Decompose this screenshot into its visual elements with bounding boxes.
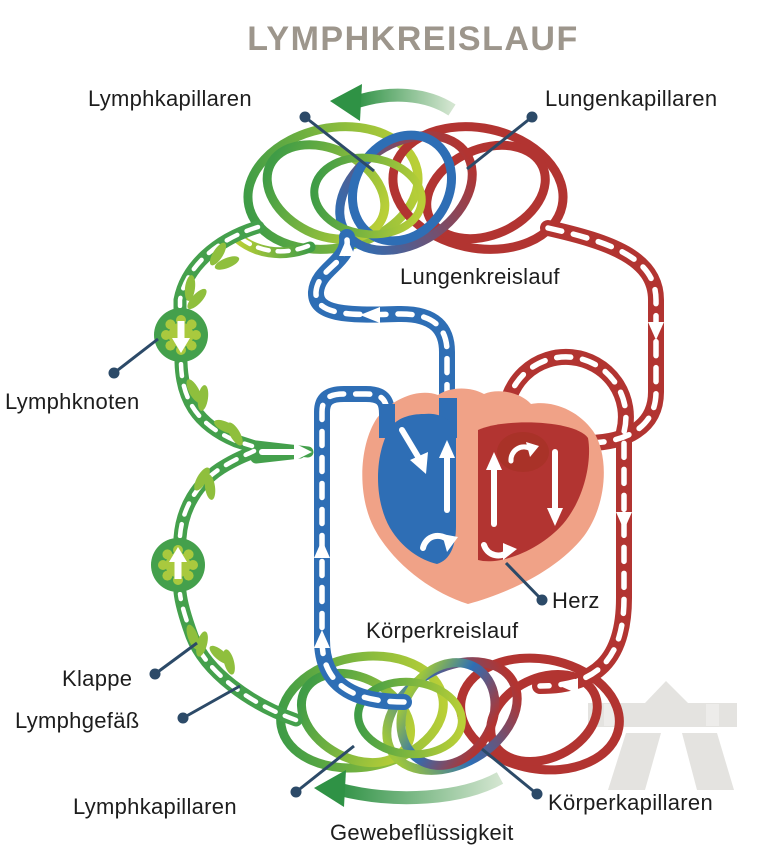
- lymph-flow-direction-arrows: [314, 84, 504, 807]
- label-pointer-lines: [108, 111, 548, 800]
- label-lymphkapillaren-top: Lymphkapillaren: [88, 86, 252, 111]
- lymph-node-lower: [151, 538, 205, 592]
- label-koerperkapillaren: Körperkapillaren: [548, 790, 713, 815]
- lymph-node-upper: [154, 308, 208, 362]
- lung-capillary-tangle: [232, 122, 568, 259]
- watermark-logo: [588, 681, 737, 790]
- label-lungenkapillaren: Lungenkapillaren: [545, 86, 718, 111]
- page-title: LYMPHKREISLAUF: [247, 20, 579, 58]
- heart-right-side-blue: [378, 413, 456, 564]
- aortic-root-bulb: [497, 432, 549, 472]
- top-flow-arrow: [354, 88, 456, 116]
- label-koerperkreislauf: Körperkreislauf: [366, 618, 519, 643]
- body-capillary-tangle: [276, 651, 624, 775]
- heart-illustration: [362, 388, 604, 604]
- label-gewebefluessigkeit: Gewebeflüssigkeit: [330, 820, 514, 845]
- label-klappe: Klappe: [62, 666, 133, 691]
- label-lymphknoten: Lymphknoten: [5, 389, 140, 414]
- label-lymphkapillaren-bottom: Lymphkapillaren: [73, 794, 237, 819]
- label-herz: Herz: [552, 588, 600, 613]
- label-lungenkreislauf: Lungenkreislauf: [400, 264, 560, 289]
- bottom-flow-arrow: [336, 772, 504, 805]
- lymph-valves: [184, 242, 243, 675]
- blood-vessels: [308, 220, 664, 710]
- label-lymphgefaess: Lymphgefäß: [15, 708, 140, 733]
